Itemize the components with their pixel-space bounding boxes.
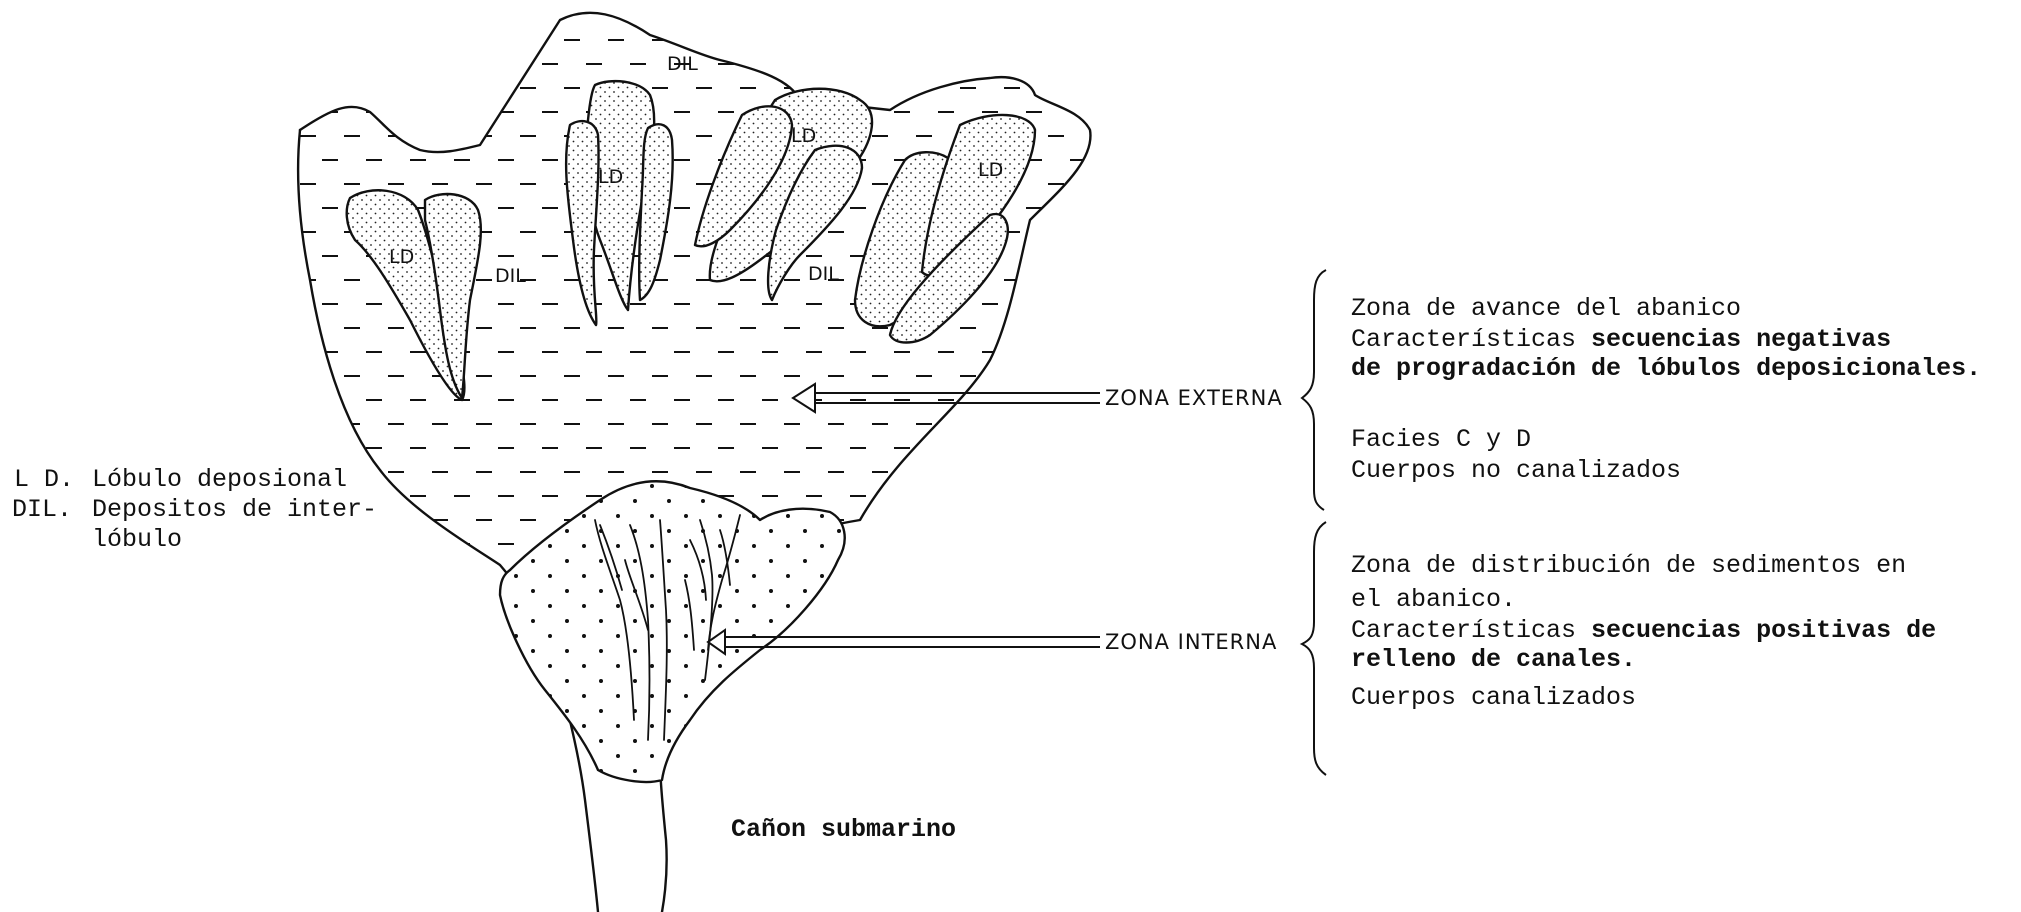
zona-interna-line-4: relleno de canales.: [1351, 645, 1636, 674]
zona-externa-label: ZONA EXTERNA: [1105, 386, 1283, 410]
dil-label-right: DIL: [808, 263, 839, 285]
zona-interna-line-3-bold: secuencias positivas de: [1591, 616, 1936, 645]
zona-interna-line-5: Cuerpos canalizados: [1351, 683, 1636, 712]
ld-label-right: LD: [978, 159, 1003, 181]
zona-externa-line-2-prefix: Características: [1351, 325, 1591, 354]
legend-dil-text-1: Depositos de inter-: [92, 495, 377, 524]
zona-interna-label: ZONA INTERNA: [1105, 630, 1277, 654]
dil-label-left: DIL: [495, 265, 526, 287]
zona-externa-line-2: Características secuencias negativas: [1351, 325, 1891, 354]
legend-dil-text-2: lóbulo: [92, 525, 182, 554]
zona-interna-line-1-suffix: en: [1861, 551, 1906, 580]
zona-externa-line-1: Zona de avance del abanico: [1351, 294, 1741, 323]
legend-dil-key: DIL.: [12, 495, 72, 524]
dil-label-top: DIL: [667, 53, 698, 75]
zona-externa-line-5: Cuerpos no canalizados: [1351, 456, 1681, 485]
zona-interna-line-3: Características secuencias positivas de: [1351, 616, 1936, 645]
zona-interna-line-1: Zona de distribución de sedimentos en: [1351, 551, 1906, 580]
zona-interna-line-3-prefix: Características: [1351, 616, 1591, 645]
zona-interna-line-2: el abanico.: [1351, 585, 1516, 614]
arrow-zona-externa: [793, 384, 1100, 412]
lobe-center-c: [639, 124, 673, 300]
zona-interna-line-1-prefix: Zona de distribución de sedimentos: [1351, 551, 1861, 580]
ld-label-upper: LD: [791, 125, 816, 147]
zona-externa-line-2-bold: secuencias negativas: [1591, 325, 1891, 354]
lobe-center-b: [566, 121, 598, 325]
zona-externa-line-3: de progradación de lóbulos deposicionale…: [1351, 354, 1981, 383]
legend-ld-key: L D.: [14, 465, 74, 494]
brace-zona-interna: [1302, 522, 1326, 775]
ld-label-left: LD: [389, 246, 414, 268]
legend-ld-text: Lóbulo deposional: [92, 465, 347, 494]
brace-zona-externa: [1302, 270, 1326, 510]
ld-label-center: LD: [598, 166, 623, 188]
zona-externa-line-4: Facies C y D: [1351, 425, 1531, 454]
inner-zone-channels: [500, 481, 845, 782]
canyon-label: Cañon submarino: [731, 815, 956, 844]
